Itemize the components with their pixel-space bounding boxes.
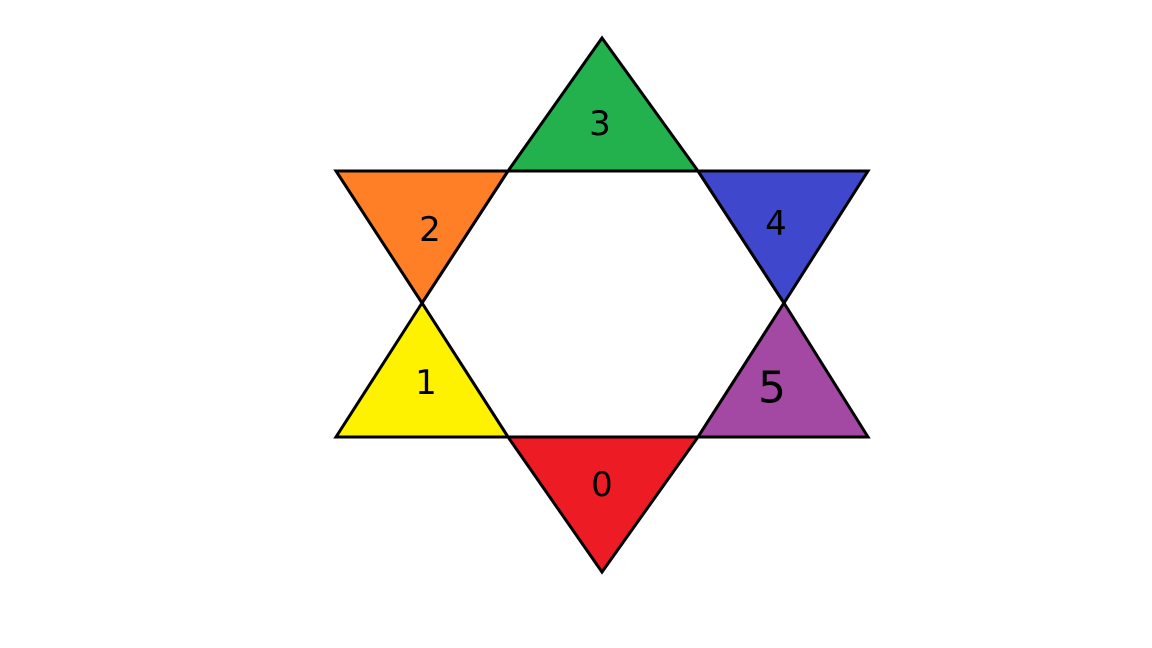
triangle-bottom: [505, 435, 701, 575]
triangle-top: [505, 35, 701, 173]
label-5: 5: [758, 363, 786, 414]
triangle-lower-right: [695, 300, 871, 439]
triangle-upper-left: [333, 169, 511, 306]
label-4: 4: [765, 204, 787, 244]
triangle-lower-left: [333, 300, 511, 439]
triangle-upper-right: [695, 169, 871, 306]
label-2: 2: [419, 210, 441, 250]
label-1: 1: [415, 363, 437, 403]
label-3: 3: [589, 104, 611, 144]
label-0: 0: [591, 465, 613, 505]
